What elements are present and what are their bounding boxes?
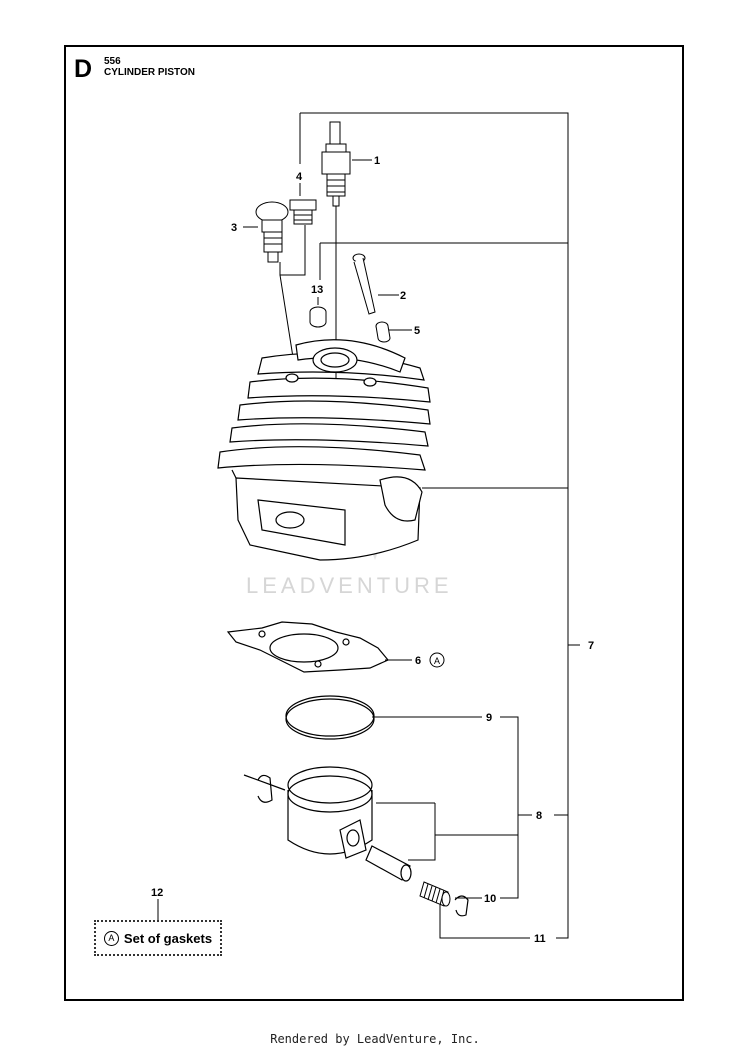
callout-3: 3 — [231, 222, 237, 234]
callout-6: 6 — [415, 655, 421, 667]
sleeve-part — [309, 306, 327, 328]
gasket-set-marker-letter: A — [434, 656, 440, 666]
model-number: 556 — [104, 56, 121, 67]
callout-5: 5 — [414, 325, 420, 337]
callout-12: 12 — [151, 887, 163, 899]
callout-8: 8 — [536, 810, 542, 822]
callout-10: 10 — [484, 893, 496, 905]
decompression-valve-part — [255, 201, 289, 263]
diagram-frame — [64, 45, 684, 1001]
gasket-part — [226, 621, 389, 673]
piston-ring-part — [285, 695, 375, 740]
piston-pin-part — [365, 845, 412, 882]
callout-13: 13 — [311, 284, 323, 296]
spark-plug-part — [321, 121, 351, 207]
callout-4: 4 — [296, 171, 303, 183]
gasket-set-legend: A Set of gaskets — [94, 920, 222, 956]
callout-9: 9 — [486, 712, 492, 724]
gasket-set-legend-label: Set of gaskets — [123, 930, 213, 946]
bushing-part — [375, 321, 391, 343]
section-title: CYLINDER PISTON — [104, 67, 195, 78]
callout-1: 1 — [374, 155, 380, 167]
screw-part — [352, 253, 376, 315]
watermark-text: LEADVENTURE — [246, 573, 453, 598]
footer-credit: Rendered by LeadVenture, Inc. — [270, 1032, 480, 1046]
cylinder-part — [217, 339, 431, 561]
needle-bearing-part — [419, 881, 451, 907]
callout-7: 7 — [588, 640, 594, 652]
callout-11: 11 — [534, 933, 546, 945]
gasket-set-marker: A — [429, 652, 445, 668]
callout-2: 2 — [400, 290, 406, 302]
piston-part — [243, 766, 469, 917]
plug-part — [289, 199, 317, 225]
section-letter: D — [74, 55, 93, 83]
gasket-set-legend-marker: A — [103, 930, 119, 946]
